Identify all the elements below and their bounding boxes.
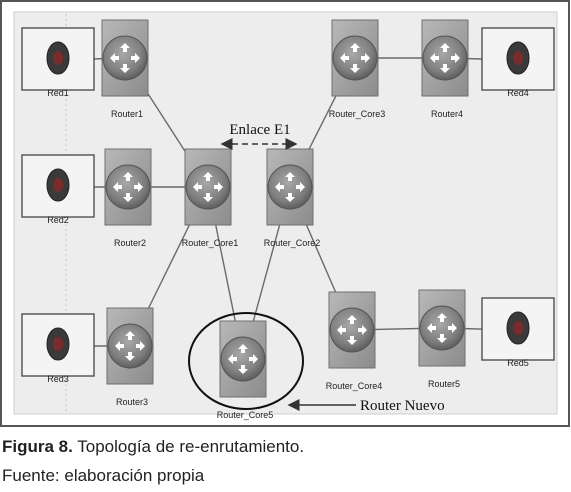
router-arrow-glyph bbox=[285, 172, 295, 181]
link-e1-annotation: Enlace E1 bbox=[220, 122, 298, 150]
router-arrow-glyph bbox=[203, 172, 213, 181]
node-label: Red4 bbox=[507, 88, 529, 98]
router-arrow-glyph bbox=[361, 53, 370, 63]
node-label: Red5 bbox=[507, 358, 529, 368]
node-router2: Router2 bbox=[104, 148, 152, 248]
router-arrow-glyph bbox=[340, 53, 349, 63]
node-label: Router4 bbox=[431, 109, 463, 119]
router-icon bbox=[267, 164, 313, 210]
router-arrow-glyph bbox=[440, 64, 450, 73]
router-arrow-glyph bbox=[437, 334, 447, 343]
router-icon bbox=[329, 307, 375, 353]
figure-caption: Figura 8. Topología de re-enrutamiento. bbox=[2, 437, 304, 457]
node-router4: Router4 bbox=[421, 19, 469, 119]
network-core-icon bbox=[53, 178, 63, 192]
router-icon bbox=[102, 35, 148, 81]
node-red2: Red2 bbox=[21, 154, 95, 225]
router-arrow-glyph bbox=[123, 172, 133, 181]
router-arrow-glyph bbox=[238, 344, 248, 353]
router-arrow-glyph bbox=[120, 64, 130, 73]
network-core-icon bbox=[53, 337, 63, 351]
node-router5: Router5 bbox=[418, 289, 466, 389]
figure-title: Topología de re-enrutamiento. bbox=[72, 437, 305, 456]
node-core5: Router_Core5 bbox=[217, 320, 274, 420]
network-box bbox=[21, 154, 95, 218]
router-arrow-glyph bbox=[123, 193, 133, 202]
network-box bbox=[481, 297, 555, 361]
nodes-layer: Red1Red2Red3Red4Red5Router1Router2Router… bbox=[21, 19, 555, 420]
node-label: Router_Core4 bbox=[326, 381, 383, 391]
router-arrow-glyph bbox=[113, 182, 122, 192]
network-core-icon bbox=[513, 321, 523, 335]
new-router-label: Router Nuevo bbox=[360, 398, 445, 414]
router-arrow-glyph bbox=[296, 182, 305, 192]
router-arrow-glyph bbox=[437, 313, 447, 322]
network-core-icon bbox=[53, 51, 63, 65]
node-red5: Red5 bbox=[481, 297, 555, 368]
router-arrow-glyph bbox=[238, 365, 248, 374]
router-icon bbox=[105, 164, 151, 210]
node-label: Red2 bbox=[47, 215, 69, 225]
router-arrow-glyph bbox=[110, 53, 119, 63]
node-label: Router_Core2 bbox=[264, 238, 321, 248]
router-arrow-glyph bbox=[134, 182, 143, 192]
node-core1: Router_Core1 bbox=[182, 148, 239, 248]
router-arrow-glyph bbox=[275, 182, 284, 192]
node-label: Router3 bbox=[116, 397, 148, 407]
router-icon bbox=[107, 323, 153, 369]
node-label: Router1 bbox=[111, 109, 143, 119]
router-arrow-glyph bbox=[350, 43, 360, 52]
router-icon bbox=[422, 35, 468, 81]
router-arrow-glyph bbox=[203, 193, 213, 202]
router-arrow-glyph bbox=[448, 323, 457, 333]
node-core2: Router_Core2 bbox=[264, 148, 321, 248]
figure-label: Figura 8. bbox=[2, 437, 73, 456]
network-core-icon bbox=[513, 51, 523, 65]
router-icon bbox=[220, 336, 266, 382]
node-label: Router_Core1 bbox=[182, 238, 239, 248]
router-arrow-glyph bbox=[136, 341, 145, 351]
router-icon bbox=[419, 305, 465, 351]
node-core3: Router_Core3 bbox=[329, 19, 386, 119]
router-arrow-glyph bbox=[115, 341, 124, 351]
node-red4: Red4 bbox=[481, 27, 555, 98]
router-icon bbox=[185, 164, 231, 210]
router-icon bbox=[332, 35, 378, 81]
link-e1-label: Enlace E1 bbox=[229, 122, 290, 138]
node-label: Red3 bbox=[47, 374, 69, 384]
node-router3: Router3 bbox=[106, 307, 154, 407]
node-core4: Router_Core4 bbox=[326, 291, 383, 391]
new-router-highlight-circle bbox=[188, 312, 304, 410]
router-arrow-glyph bbox=[358, 325, 367, 335]
node-label: Router_Core5 bbox=[217, 410, 274, 420]
router-arrow-glyph bbox=[285, 193, 295, 202]
node-label: Router_Core3 bbox=[329, 109, 386, 119]
router-arrow-glyph bbox=[430, 53, 439, 63]
router-arrow-glyph bbox=[350, 64, 360, 73]
node-red1: Red1 bbox=[21, 27, 95, 98]
node-label: Router5 bbox=[428, 379, 460, 389]
router-arrow-glyph bbox=[347, 315, 357, 324]
router-arrow-glyph bbox=[125, 331, 135, 340]
figure-source: Fuente: elaboración propia bbox=[2, 466, 205, 485]
router-arrow-glyph bbox=[427, 323, 436, 333]
router-arrow-glyph bbox=[451, 53, 460, 63]
node-router1: Router1 bbox=[101, 19, 149, 119]
router-arrow-glyph bbox=[347, 336, 357, 345]
router-arrow-glyph bbox=[228, 354, 237, 364]
node-label: Router2 bbox=[114, 238, 146, 248]
router-arrow-glyph bbox=[440, 43, 450, 52]
router-arrow-glyph bbox=[249, 354, 258, 364]
router-arrow-glyph bbox=[125, 352, 135, 361]
router-arrow-glyph bbox=[120, 43, 130, 52]
node-label: Red1 bbox=[47, 88, 69, 98]
router-arrow-glyph bbox=[214, 182, 223, 192]
router-arrow-glyph bbox=[193, 182, 202, 192]
node-red3: Red3 bbox=[21, 313, 95, 384]
router-arrow-glyph bbox=[337, 325, 346, 335]
router-arrow-glyph bbox=[131, 53, 140, 63]
